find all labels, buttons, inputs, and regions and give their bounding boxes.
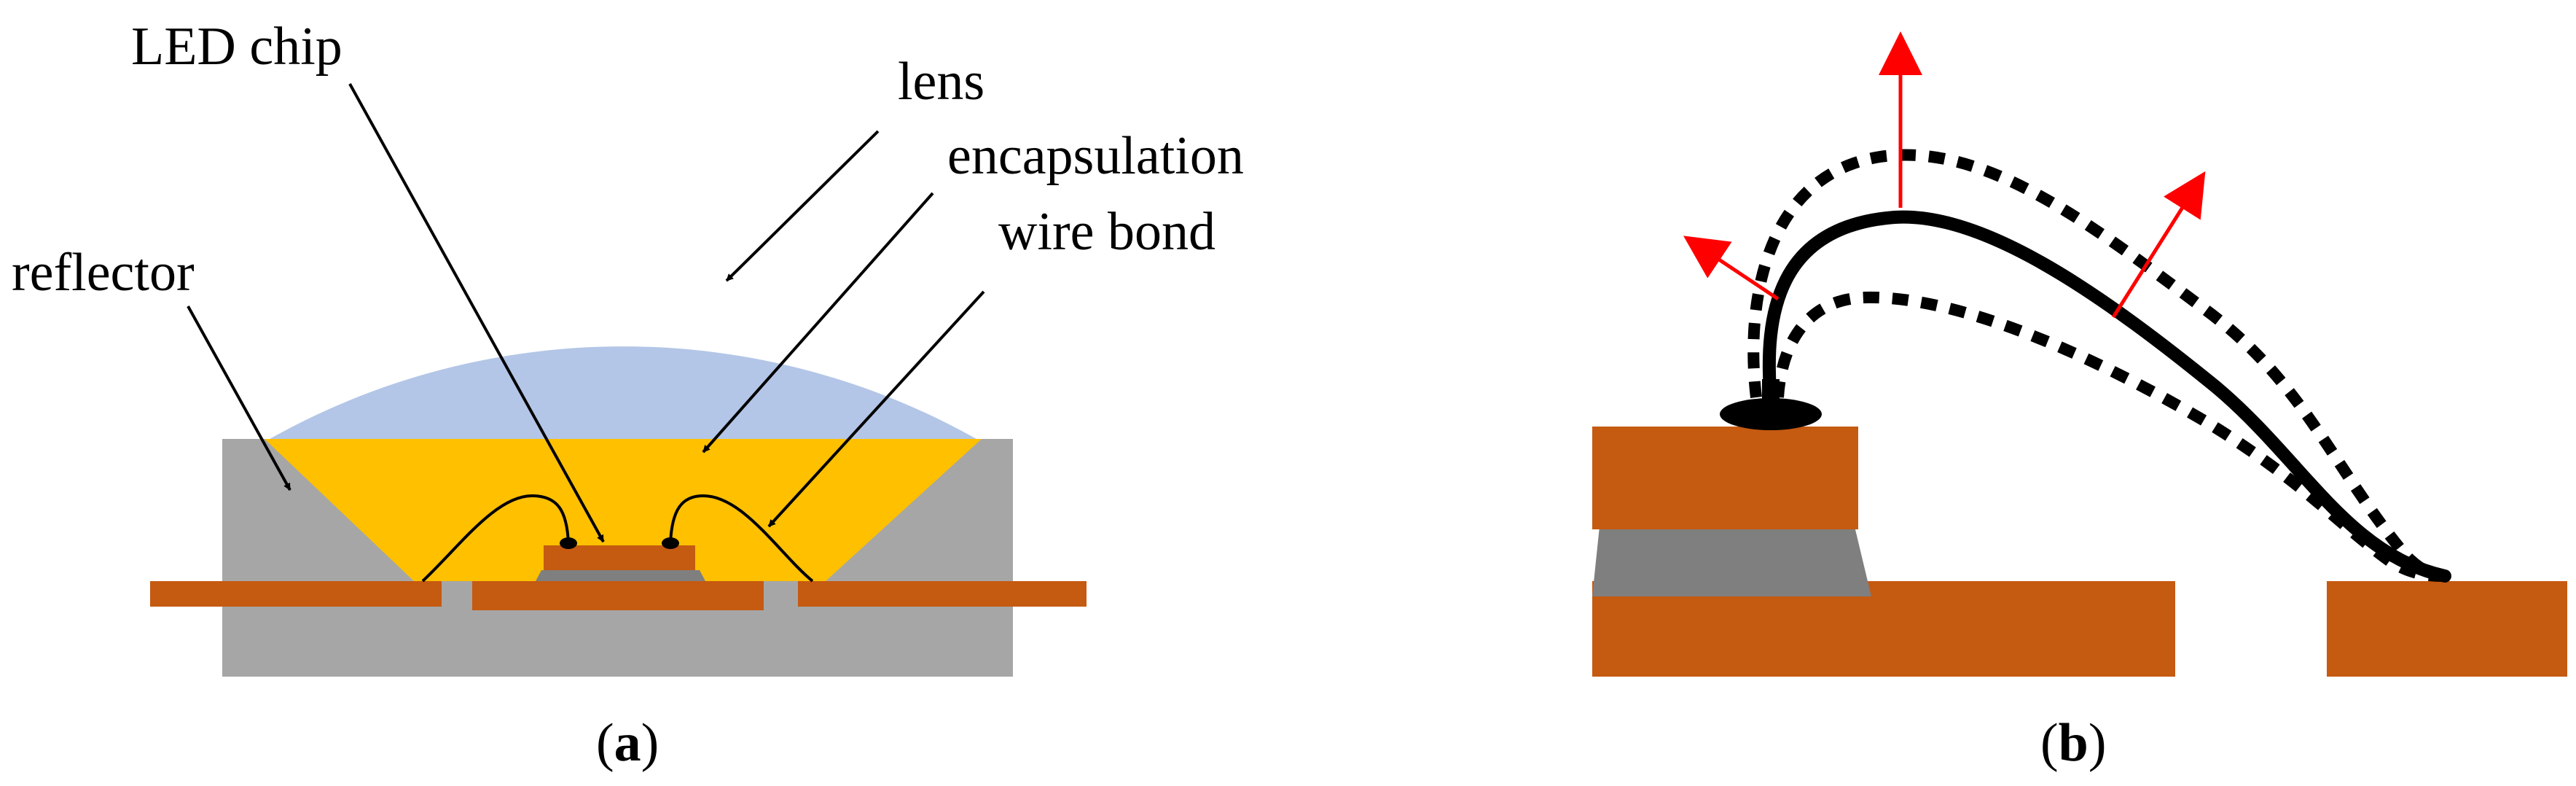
wire-outer-dotted [1747, 149, 2446, 582]
wire-bond-ball [1720, 398, 1822, 430]
wire-inner-dotted [1772, 291, 2442, 582]
wire-bond-right [669, 494, 814, 583]
encapsulation-fill [265, 439, 982, 581]
lead-frame-right [798, 581, 1087, 607]
label-lens: lens [898, 52, 984, 112]
arrow-led-chip [348, 83, 605, 542]
wire-ball-right [662, 537, 679, 549]
panel-b: (b) [1592, 31, 2567, 773]
arrow-reflector [187, 306, 291, 491]
lead-frame-center [472, 581, 764, 610]
lens-dome [265, 346, 982, 442]
label-encapsulation: encapsulation [947, 126, 1244, 186]
wire-bond-left [421, 494, 570, 583]
led-chip [544, 545, 695, 570]
wire-bond-solid [1762, 210, 2451, 583]
caption-a: (a) [596, 713, 659, 773]
label-led-chip: LED chip [131, 17, 342, 77]
substrate-right [2327, 581, 2567, 677]
panel-a: LED chip lens encapsulation wire bond re… [12, 17, 1244, 773]
arrow-encapsulation [702, 192, 934, 454]
arrow-lens [725, 130, 880, 282]
label-reflector: reflector [12, 243, 195, 303]
wire-ball-left [560, 537, 577, 549]
arrow-wire-bond [767, 290, 985, 528]
red-arrow-right [2111, 171, 2206, 319]
red-arrow-left [1683, 236, 1780, 301]
lead-frame-left [150, 581, 442, 607]
die-attach [536, 570, 705, 581]
substrate-left [1592, 581, 2175, 677]
caption-b: (b) [2040, 713, 2106, 773]
die-attach-b [1592, 526, 1871, 596]
label-wire-bond: wire bond [998, 202, 1215, 262]
chip-b [1592, 427, 1858, 529]
